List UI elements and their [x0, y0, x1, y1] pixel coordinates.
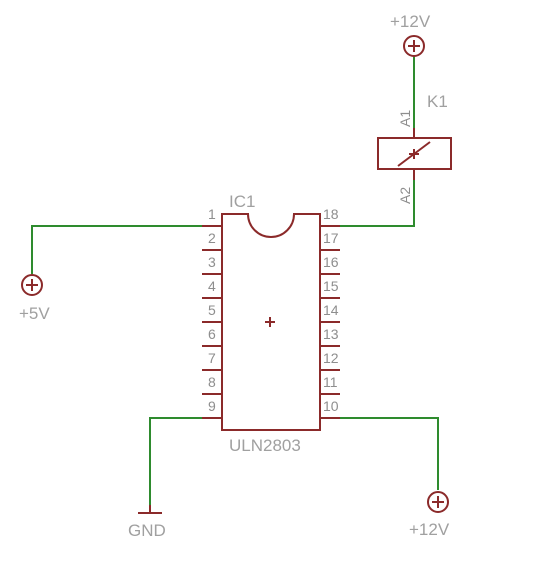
relay-pin-a2-label: A2 — [397, 187, 413, 204]
wire-pin18-to-relay-a2 — [320, 180, 415, 227]
wire-pin10-to-12v — [320, 417, 439, 490]
ic-pin-18: 18 — [323, 206, 339, 222]
wires — [31, 56, 439, 505]
ic-pin-7: 7 — [208, 350, 216, 366]
logic-supply-label: +5V — [19, 304, 50, 323]
com-supply-label: +12V — [409, 520, 450, 539]
ic-pin-1: 1 — [208, 206, 216, 222]
supply-symbol-com-12v: +12V — [409, 491, 450, 539]
relay-k1: K1 A1 A2 — [377, 92, 452, 204]
wire-pin9-to-gnd — [149, 417, 222, 505]
ic-designator: IC1 — [229, 192, 255, 211]
wire-5v-to-pin1 — [31, 225, 222, 274]
ic-pin-2: 2 — [208, 230, 216, 246]
ic-pin-12: 12 — [323, 350, 339, 366]
ic-body — [221, 213, 321, 431]
ic-left-pins: 1 2 3 4 5 6 7 8 9 — [202, 206, 222, 419]
relay-designator: K1 — [427, 92, 448, 111]
ic-pin-11: 11 — [323, 374, 338, 390]
ic-pin-17: 17 — [323, 230, 339, 246]
ground-label: GND — [128, 521, 166, 540]
ic-pin-5: 5 — [208, 302, 216, 318]
ic-pin-3: 3 — [208, 254, 216, 270]
relay-supply-label: +12V — [390, 12, 431, 31]
ic-uln2803: IC1 ULN2803 1 2 3 4 5 6 7 8 9 — [202, 192, 340, 455]
ic-pin-16: 16 — [323, 254, 339, 270]
supply-symbol-5v: +5V — [19, 274, 50, 323]
relay-pin-a1-label: A1 — [397, 110, 413, 127]
ic-pin-4: 4 — [208, 278, 216, 294]
ground-symbol: GND — [128, 505, 166, 540]
ic-pin-10: 10 — [323, 398, 339, 414]
ic-pin-8: 8 — [208, 374, 216, 390]
supply-symbol-relay-12v: +12V — [390, 12, 431, 57]
ic-pin-9: 9 — [208, 398, 216, 414]
ic-pin-13: 13 — [323, 326, 339, 342]
ic-part-number: ULN2803 — [229, 436, 301, 455]
ic-pin-15: 15 — [323, 278, 339, 294]
ic-pin-14: 14 — [323, 302, 339, 318]
ic-pin-6: 6 — [208, 326, 216, 342]
ic-right-pins: 18 17 16 15 14 13 12 11 10 — [320, 206, 340, 419]
